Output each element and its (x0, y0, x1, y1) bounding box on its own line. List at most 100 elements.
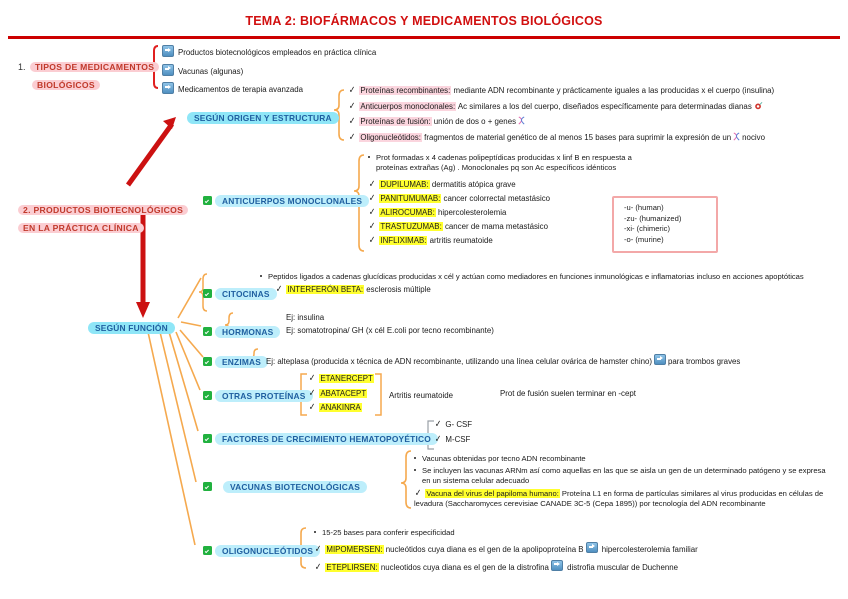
check-tick-icon: ✓ (369, 235, 376, 246)
bullet-text: Peptidos ligados a cadenas glucídicas pr… (260, 272, 848, 282)
node-anticuerpos-monoclonales-label: ANTICUERPOS MONOCLONALES (215, 195, 370, 207)
term: Proteínas de fusión: (359, 117, 432, 126)
list-item: ✓INFLIXIMAB: artritis reumatoide (368, 235, 628, 247)
bullet-dot-icon (414, 457, 416, 459)
check-tick-icon: ✓ (309, 402, 316, 413)
node-oligonucleotidos-label: OLIGONUCLEÓTIDOS (215, 545, 321, 557)
drug-use: cancer de mama metastásico (442, 222, 549, 231)
list-item: ✓INTERFERÓN BETA: esclerosis múltiple (275, 284, 848, 296)
node-vacunas-biotecnologicas[interactable]: VACUNAS BIOTECNOLÓGICAS (203, 477, 368, 495)
list-item: ✓PANITUMUMAB: cancer colorrectal metastá… (368, 193, 628, 205)
enzimas-text: Ej: alteplasa (producida x técnica de AD… (266, 354, 846, 368)
list-item: ✓Proteínas de fusión: unión de dos o + g… (348, 116, 846, 128)
term-desc: Ac similares a los del cuerpo, diseñados… (456, 101, 752, 111)
section-1-heading: 1. TIPOS DE MEDICAMENTOS BIOLÓGICOS (18, 57, 163, 93)
section-2-label-line1: 2. PRODUCTOS BIOTECNOLÓGICOS (18, 205, 189, 215)
drug-name: PANITUMUMAB: (379, 194, 442, 203)
list-item: ✓Oligonucleótidos: fragmentos de materia… (348, 131, 846, 144)
node-hormonas[interactable]: HORMONAS (203, 322, 281, 340)
hormonas-lines: Ej: insulina Ej: somatotropina/ GH (x cé… (286, 313, 606, 336)
section-2-heading: 2. PRODUCTOS BIOTECNOLÓGICOS EN LA PRÁCT… (18, 200, 198, 236)
list-item: ✓MIPOMERSEN: nucleótidos cuya diana es e… (314, 542, 848, 556)
bullet-dot-icon (368, 156, 370, 158)
blue-arrow-icon (653, 354, 666, 365)
list-item: ✓Vacuna del virus del papiloma humano: P… (414, 489, 838, 509)
citocinas-content: Peptidos ligados a cadenas glucídicas pr… (260, 272, 848, 296)
green-check-icon (203, 196, 212, 205)
drug-name: ABATACEPT (319, 388, 368, 398)
suffix-legend-box: -u- (human) -zu- (humanized) -xi- (chime… (612, 196, 718, 253)
list-item: Productos biotecnológicos empleados en p… (162, 45, 482, 59)
blue-arrow-icon (585, 542, 598, 553)
hormonas-line-1: Ej: insulina (286, 313, 325, 322)
node-factores-crecimiento[interactable]: FACTORES DE CRECIMIENTO HEMATOPOYÉTICO (203, 429, 438, 447)
bullet-dot-icon (260, 275, 262, 277)
drug-name: TRASTUZUMAB: (379, 222, 443, 231)
drug-use: esclerosis múltiple (364, 285, 431, 294)
drug-name: ETEPLIRSEN: (325, 562, 379, 572)
node-oligonucleotidos[interactable]: OLIGONUCLEÓTIDOS (203, 541, 321, 559)
legend-item: -zu- (humanized) (624, 213, 682, 223)
list-item: ✓TRASTUZUMAB: cancer de mama metastásico (368, 221, 628, 233)
list-item-label: Vacunas (algunas) (178, 66, 244, 76)
monoclonales-bullet: Prot formadas x 4 cadenas polipeptídicas… (368, 153, 668, 173)
check-tick-icon: ✓ (369, 221, 376, 232)
drug-use: artritis reumatoide (427, 236, 493, 245)
list-item-label: M-CSF (445, 434, 471, 444)
section-1-label-line1: TIPOS DE MEDICAMENTOS (29, 62, 160, 72)
monoclonales-drugs: ✓DUPILUMAB: dermatitis atópica grave ✓PA… (368, 179, 628, 247)
blue-arrow-icon (162, 82, 174, 94)
term-desc-tail: nocivo (742, 132, 765, 142)
list-item: ✓G- CSF (434, 419, 524, 431)
node-hormonas-label: HORMONAS (215, 326, 281, 338)
drug-name: INFLIXIMAB: (379, 236, 428, 245)
term-desc: fragmentos de material genético de al me… (421, 132, 732, 142)
green-check-icon (203, 327, 212, 336)
origen-items: ✓Proteínas recombinantes: mediante ADN r… (348, 85, 846, 144)
check-tick-icon: ✓ (369, 179, 376, 190)
legend-item: -o- (murine) (624, 234, 664, 244)
node-anticuerpos-monoclonales[interactable]: ANTICUERPOS MONOCLONALES (203, 191, 370, 209)
drug-use: cancer colorrectal metastásico (441, 194, 551, 203)
term-desc: mediante ADN recombinante y prácticament… (451, 86, 775, 95)
node-citocinas[interactable]: CITOCINAS (203, 284, 277, 302)
bullet-line-1: 15-25 bases para conferir especificidad (322, 528, 455, 537)
section-1-number: 1. (18, 62, 26, 72)
bullet-text: Vacunas obtenidas por tecno ADN recombin… (414, 454, 848, 464)
list-item-label: G- CSF (445, 420, 473, 429)
term: Proteínas recombinantes: (359, 86, 452, 95)
node-segun-funcion-label: SEGÚN FUNCIÓN (88, 322, 175, 334)
node-segun-origen[interactable]: SEGÚN ORIGEN Y ESTRUCTURA (187, 108, 339, 126)
enzimas-text-after: para trombos graves (667, 357, 741, 366)
dna-icon (732, 131, 741, 141)
check-tick-icon: ✓ (415, 488, 422, 499)
target-icon (754, 101, 763, 110)
check-tick-icon: ✓ (349, 85, 356, 96)
green-check-icon (203, 546, 212, 555)
otras-proteinas-drugs: ✓ETANERCEPT ✓ABATACEPT ✓ANAKINRA (308, 373, 388, 414)
green-check-icon (203, 289, 212, 298)
blue-arrow-icon (162, 45, 174, 57)
node-otras-proteinas[interactable]: OTRAS PROTEÍNAS (203, 386, 313, 404)
bullet-text: Prot formadas x 4 cadenas polipeptídicas… (368, 153, 668, 173)
list-item: ✓ALIROCUMAB: hipercolesterolemia (368, 207, 628, 219)
list-item-label: Medicamentos de terapia avanzada (178, 85, 304, 94)
bullet-line-1: Vacunas obtenidas por tecno ADN recombin… (422, 454, 586, 463)
blue-arrow-icon (162, 63, 174, 76)
node-enzimas[interactable]: ENZIMAS (203, 352, 269, 370)
dna-icon (517, 116, 526, 125)
section-2-label-line2: EN LA PRÁCTICA CLÍNICA (18, 223, 144, 233)
check-tick-icon: ✓ (369, 193, 376, 204)
term-desc: unión de dos o + genes (431, 117, 517, 126)
list-item: ✓M-CSF (434, 434, 524, 446)
check-tick-icon: ✓ (349, 100, 356, 112)
bullet-line-1: Prot formadas x 4 cadenas polipeptídicas… (376, 153, 632, 172)
check-tick-icon: ✓ (315, 561, 322, 573)
node-segun-funcion[interactable]: SEGÚN FUNCIÓN (88, 318, 175, 336)
list-item: ✓DUPILUMAB: dermatitis atópica grave (368, 179, 628, 191)
drug-name: ETANERCEPT (319, 374, 374, 383)
green-check-icon (203, 482, 212, 491)
vacunas-content: Vacunas obtenidas por tecno ADN recombin… (414, 454, 848, 509)
drug-name: DUPILUMAB: (379, 180, 430, 189)
drug-use: hipercolesterolemia (435, 208, 507, 217)
